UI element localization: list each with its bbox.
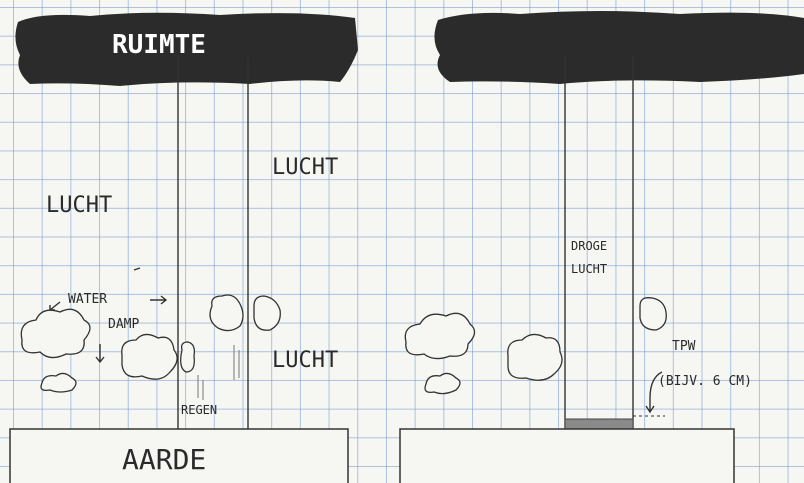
dry-air-label-line2: LUCHT [571,262,607,276]
cloud-right-3 [508,334,562,380]
water-label: WATER [68,292,107,307]
cloud-left-1 [21,309,90,357]
rain-label: REGEN [181,403,217,417]
cloud-left-2 [41,373,76,392]
arrow-small [134,268,140,270]
right-panel: DROGE LUCHT TPW (BIJV. 6 CM) [400,11,804,483]
left-panel: RUIMTE LUCHT LUCHT LUCHT WATER DAMP REGE… [10,13,358,483]
cloud-left-6 [254,296,280,330]
cloud-left-4 [181,342,195,372]
cloud-right-4 [640,298,666,330]
air-label-left: LUCHT [46,193,112,218]
space-banner-right [434,11,804,84]
tpw-example-note: (BIJV. 6 CM) [658,374,752,389]
dry-air-label-line1: DROGE [571,239,607,253]
ground-block-right [400,429,734,483]
space-label: RUIMTE [112,30,206,60]
cloud-right-1 [405,313,474,358]
cloud-right-2 [425,373,460,393]
arrow-water-up [50,302,60,310]
air-label-right-top: LUCHT [272,155,338,180]
air-label-right-bottom: LUCHT [272,348,338,373]
cloud-left-5 [210,295,243,331]
rain-streaks [198,345,239,400]
ground-label: AARDE [122,443,206,476]
arrow-to-column [150,296,166,304]
vapour-label: DAMP [108,317,139,332]
tpw-label: TPW [672,339,696,354]
cloud-left-3 [122,334,177,379]
arrow-down [96,344,104,362]
precipitable-water-layer [565,419,633,429]
